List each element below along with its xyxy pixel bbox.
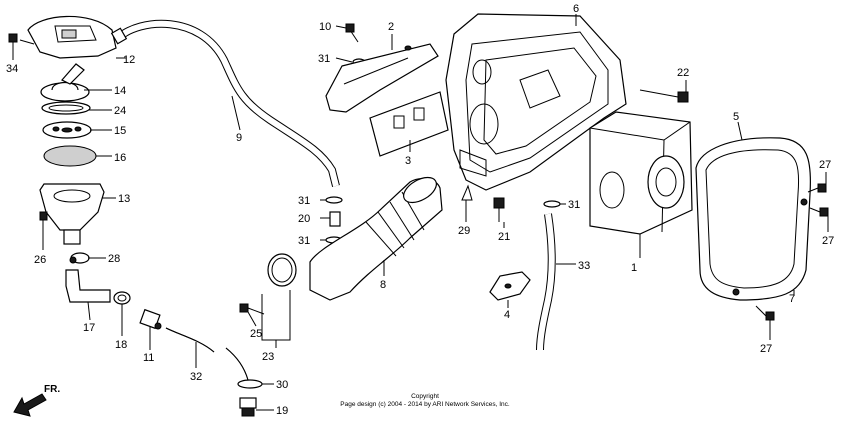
part-13-housing bbox=[39, 183, 105, 245]
copyright-line-2: Page design (c) 2004 - 2014 by ARI Netwo… bbox=[340, 401, 510, 408]
part-15-plate bbox=[42, 121, 92, 139]
callout-23: 23 bbox=[262, 351, 274, 363]
part-3-gasket bbox=[369, 91, 449, 157]
callout-3: 3 bbox=[405, 155, 411, 167]
part-27-screws bbox=[755, 183, 829, 321]
part-4-bracket bbox=[489, 271, 531, 301]
front-direction-arrow-icon: FR. bbox=[13, 384, 60, 417]
front-direction-label: FR. bbox=[44, 384, 60, 395]
part-29-clip bbox=[461, 184, 473, 201]
part-9-hose bbox=[110, 19, 340, 187]
part-8-tube bbox=[309, 176, 443, 301]
callout-4: 4 bbox=[504, 309, 510, 321]
callout-18: 18 bbox=[115, 339, 127, 351]
callout-16: 16 bbox=[114, 152, 126, 164]
callout-10: 10 bbox=[319, 21, 331, 33]
callout-1: 1 bbox=[631, 262, 637, 274]
callout-31-upper: 31 bbox=[298, 195, 310, 207]
part-7-cover bbox=[695, 137, 812, 301]
part-10-bolt bbox=[345, 23, 359, 43]
callout-labels: 1 2 3 4 5 6 7 8 9 10 11 12 13 14 15 16 1… bbox=[6, 3, 834, 417]
part-24-ring bbox=[41, 101, 91, 115]
callout-20: 20 bbox=[298, 213, 310, 225]
callout-31-right: 31 bbox=[568, 199, 580, 211]
part-1-element bbox=[589, 111, 693, 235]
part-16-filter bbox=[43, 145, 97, 167]
callout-12: 12 bbox=[123, 54, 135, 66]
callout-9: 9 bbox=[236, 132, 242, 144]
callout-27-bottom: 27 bbox=[760, 343, 772, 355]
callout-24: 24 bbox=[114, 105, 126, 117]
part-11-joint bbox=[139, 308, 162, 330]
callout-25: 25 bbox=[250, 328, 262, 340]
part-21-bolt bbox=[493, 197, 505, 222]
part-14-cap bbox=[40, 63, 90, 102]
part-6-case bbox=[445, 13, 627, 191]
callout-30: 30 bbox=[276, 379, 288, 391]
callout-8: 8 bbox=[380, 279, 386, 291]
callout-22: 22 bbox=[677, 67, 689, 79]
callout-2: 2 bbox=[388, 21, 394, 33]
callout-15: 15 bbox=[114, 125, 126, 137]
callout-17: 17 bbox=[83, 322, 95, 334]
leader-lines bbox=[12, 14, 829, 411]
copyright-line-1: Copyright bbox=[411, 393, 439, 400]
callout-27-mid: 27 bbox=[822, 235, 834, 247]
callout-21: 21 bbox=[498, 231, 510, 243]
callout-27-top: 27 bbox=[819, 159, 831, 171]
part-23-clamp bbox=[267, 253, 297, 287]
callout-26: 26 bbox=[34, 254, 46, 266]
callout-28: 28 bbox=[108, 253, 120, 265]
callout-11: 11 bbox=[143, 352, 154, 364]
callout-32: 32 bbox=[190, 371, 202, 383]
callout-7: 7 bbox=[789, 293, 795, 305]
callout-14: 14 bbox=[114, 85, 126, 97]
part-26-screw bbox=[39, 211, 48, 234]
part-12-cover bbox=[19, 15, 117, 59]
part-30-clip bbox=[237, 379, 263, 389]
part-32-tube bbox=[165, 327, 249, 381]
callout-13: 13 bbox=[118, 193, 130, 205]
callout-31-lower: 31 bbox=[298, 235, 310, 247]
callout-34: 34 bbox=[6, 63, 18, 75]
part-18-clip bbox=[113, 291, 131, 305]
callout-5: 5 bbox=[733, 111, 739, 123]
part-25-screw bbox=[239, 303, 265, 315]
part-17-elbow bbox=[65, 269, 111, 303]
callout-29: 29 bbox=[458, 225, 470, 237]
callout-6: 6 bbox=[573, 3, 579, 15]
copyright-notice: Copyright Page design (c) 2004 - 2014 by… bbox=[340, 393, 510, 408]
part-28-clamp bbox=[69, 252, 90, 264]
part-22-bolt bbox=[639, 89, 689, 103]
callout-33: 33 bbox=[578, 260, 590, 272]
part-34-bolt bbox=[8, 33, 18, 50]
part-19-plug bbox=[239, 397, 257, 417]
part-2-bracket bbox=[325, 43, 439, 113]
callout-31-top: 31 bbox=[318, 53, 330, 65]
part-20-joint bbox=[329, 211, 341, 227]
callout-19: 19 bbox=[276, 405, 288, 417]
part-33-tube bbox=[536, 200, 561, 351]
